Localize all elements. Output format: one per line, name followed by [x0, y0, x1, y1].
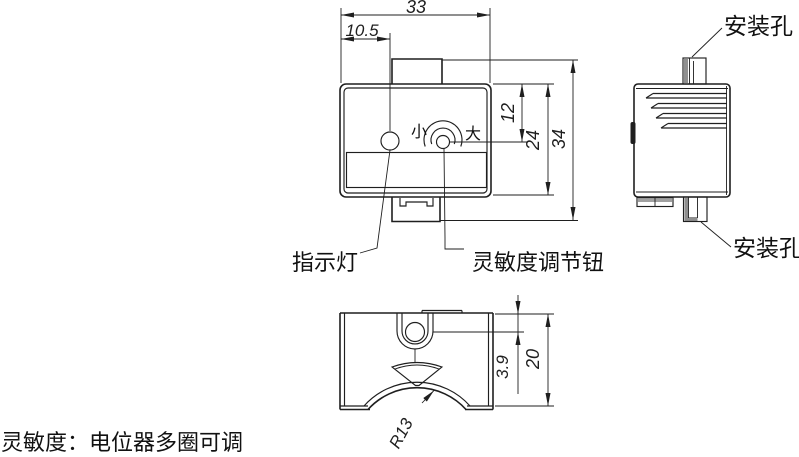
knob-dial-arc-inner — [430, 127, 456, 145]
mount-hole-bottom-leader — [700, 221, 732, 248]
mount-tab-bottom-shade — [684, 198, 688, 221]
bottom-tab-slot — [399, 198, 434, 207]
side-body-outline — [633, 83, 731, 198]
top-bump — [391, 58, 443, 84]
mount-hole-bottom-label: 安装孔 — [733, 236, 799, 261]
led-label: 指示灯 — [292, 250, 358, 275]
side-view: 安装孔 安装孔 — [630, 14, 799, 261]
mount-hole-top-leader — [691, 27, 723, 58]
mount-tab-bottom — [682, 196, 708, 223]
mount-tab-bottom-shade2 — [684, 217, 698, 221]
dim-12-label: 12 — [498, 103, 518, 123]
side-left-latch — [630, 122, 636, 144]
radius-leader — [421, 390, 435, 404]
bottom-view: 3.9 20 R13 — [339, 295, 554, 452]
bottom-tab — [391, 197, 441, 223]
knob-max-label: 大 — [465, 125, 481, 143]
dim-3-9-label: 3.9 — [493, 355, 512, 379]
bottom-view-inner-walls — [340, 313, 493, 407]
side-ribs — [645, 92, 727, 129]
lens-cone-inner — [394, 364, 440, 370]
radius-r13-label: R13 — [385, 415, 417, 452]
bottom-view-outline — [339, 312, 494, 411]
mount-hole-top-label: 安装孔 — [724, 14, 793, 39]
terminal-cover — [345, 151, 488, 189]
front-body-inner-outline — [343, 87, 488, 194]
dim-34-label: 34 — [549, 129, 569, 149]
side-body-inner-lines — [636, 86, 728, 195]
u-slot-inner — [401, 313, 429, 345]
mount-tab-top-shade — [684, 59, 688, 83]
dim-20-label: 20 — [523, 349, 543, 370]
knob-dial-arc-outer — [423, 120, 463, 147]
mount-tab-bottom-slot — [688, 197, 698, 218]
arc-cutout-inner — [363, 381, 471, 407]
mount-tab-top-slot — [689, 58, 694, 84]
dim-10-5-label: 10.5 — [345, 21, 379, 40]
front-view: 33 10.5 12 24 34 小 大 指示灯 灵敏度调节钮 — [292, 0, 604, 275]
mount-hole-circle — [404, 321, 426, 343]
dim-24-label: 24 — [523, 130, 543, 151]
front-body-outline — [339, 83, 492, 198]
knob-circle — [435, 134, 451, 150]
sensitivity-note: 灵敏度：电位器多圈可调 — [1, 430, 243, 455]
ext-line — [340, 8, 491, 83]
indicator-led-circle — [380, 131, 400, 151]
dim-33-label: 33 — [406, 0, 426, 17]
knob-leader-line — [443, 148, 464, 250]
top-edge-tab-mark — [421, 309, 463, 313]
knob-label: 灵敏度调节钮 — [472, 250, 604, 275]
led-leader-line — [359, 149, 391, 254]
arc-cutout-outer — [367, 386, 467, 411]
knob-min-label: 小 — [411, 123, 427, 141]
mount-tab-top — [682, 57, 707, 85]
